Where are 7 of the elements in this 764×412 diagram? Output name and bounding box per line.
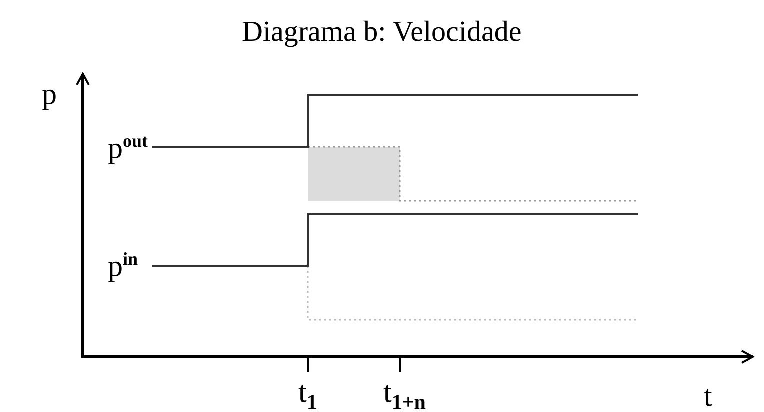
- tick-label: t$_{1+n}$: [384, 378, 426, 412]
- signal-label: p$^{out}$: [108, 132, 148, 164]
- diagram-title: Diagrama b: Velocidade: [242, 18, 522, 47]
- axis-label: p: [42, 80, 57, 110]
- signal-label: p$^{in}$: [108, 250, 138, 282]
- tick-label: t$_{1}$: [298, 378, 318, 412]
- axis-label: t: [704, 382, 712, 412]
